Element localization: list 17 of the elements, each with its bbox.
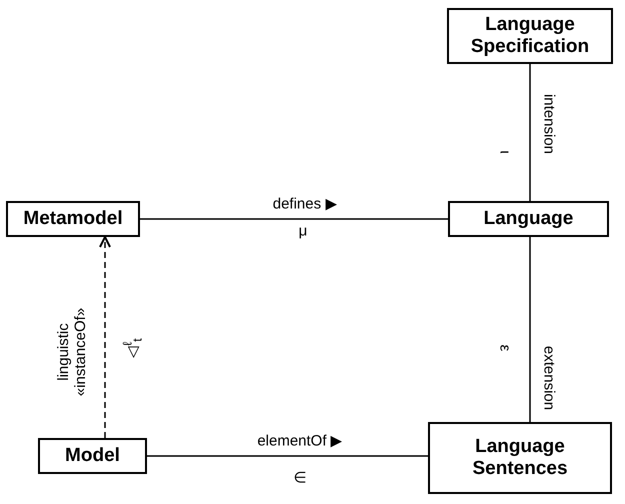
connector-line — [529, 237, 531, 422]
connector-line — [529, 64, 531, 201]
class-box — [6, 201, 140, 237]
class-box — [447, 8, 613, 64]
edge-label: defines ▶ — [272, 196, 338, 212]
connector-line — [147, 455, 428, 457]
class-box — [38, 438, 147, 474]
connector-line — [99, 236, 111, 438]
class-name: Language Sentences — [471, 436, 569, 480]
class-name: Metamodel — [23, 208, 123, 230]
class-box — [428, 422, 612, 494]
class-name: Model — [65, 445, 120, 467]
class-box — [448, 201, 609, 237]
connector-line — [140, 218, 448, 220]
class-name: Language Specification — [470, 14, 590, 58]
edge-label: elementOf ▶ — [257, 432, 343, 450]
class-name: Language — [484, 208, 574, 230]
